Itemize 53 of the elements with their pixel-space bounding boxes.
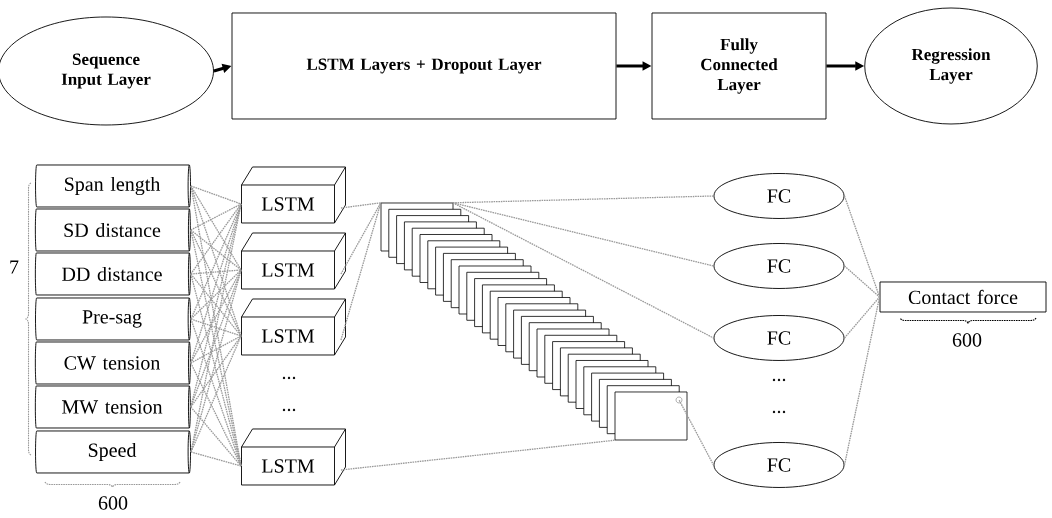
connection-line (190, 362, 242, 467)
ellipsis: ... (772, 378, 786, 382)
connection-line (190, 203, 242, 275)
connection-line (843, 296, 881, 466)
connection-line (843, 265, 881, 298)
connection-line (190, 335, 242, 408)
connection-line (190, 185, 242, 271)
connection-line (190, 229, 242, 271)
input-cylinder: Span length (35, 164, 191, 208)
connection-line (843, 195, 881, 298)
layer-box: Fully Connected Layer (651, 12, 827, 120)
connection-line (190, 406, 242, 467)
lstm-cuboid: LSTM (241, 298, 346, 356)
input-cylinder: Speed (35, 430, 191, 474)
connection-line (452, 195, 715, 204)
lstm-cuboid: LSTM (241, 232, 346, 290)
input-cylinder: DD distance (34, 252, 191, 296)
connection-line (190, 269, 242, 408)
connection-line (190, 318, 242, 467)
connection-line (190, 269, 242, 275)
feature-map-stack-drawing (380, 202, 688, 441)
connection-line (190, 203, 242, 408)
ellipsis: ... (282, 408, 296, 412)
connection-line (190, 269, 242, 364)
lstm-cuboid: LSTM (241, 166, 346, 224)
connection-line (340, 202, 382, 341)
connection-line (190, 203, 242, 320)
dimension-label: 7 (10, 260, 19, 274)
connection-line (190, 318, 242, 337)
dimension-label: 600 (952, 333, 982, 347)
connection-line (340, 202, 382, 275)
connection-line (190, 229, 242, 337)
dimension-label: 600 (98, 496, 128, 510)
connection-line (190, 273, 242, 337)
connection-line (190, 335, 242, 364)
layer-box: Contact force (879, 281, 1047, 313)
input-cylinder: CW tension (34, 341, 191, 385)
input-cylinder: SD distance (34, 208, 191, 252)
lstm-cuboid: LSTM (241, 428, 346, 486)
connection-line (340, 202, 382, 209)
ellipsis: ... (282, 376, 296, 380)
input-cylinder: Pre-sag (35, 297, 191, 341)
connection-line (678, 399, 715, 466)
layer-box: LSTM Layers + Dropout Layer (231, 12, 617, 120)
connection-line (452, 202, 715, 339)
input-cylinder: MW tension (34, 385, 191, 429)
connection-line (340, 439, 616, 471)
connection-line (190, 335, 242, 453)
connection-line (190, 451, 242, 467)
ellipsis: ... (772, 410, 786, 414)
connection-line (843, 296, 881, 339)
connection-line (190, 203, 242, 231)
connection-line (190, 185, 242, 205)
